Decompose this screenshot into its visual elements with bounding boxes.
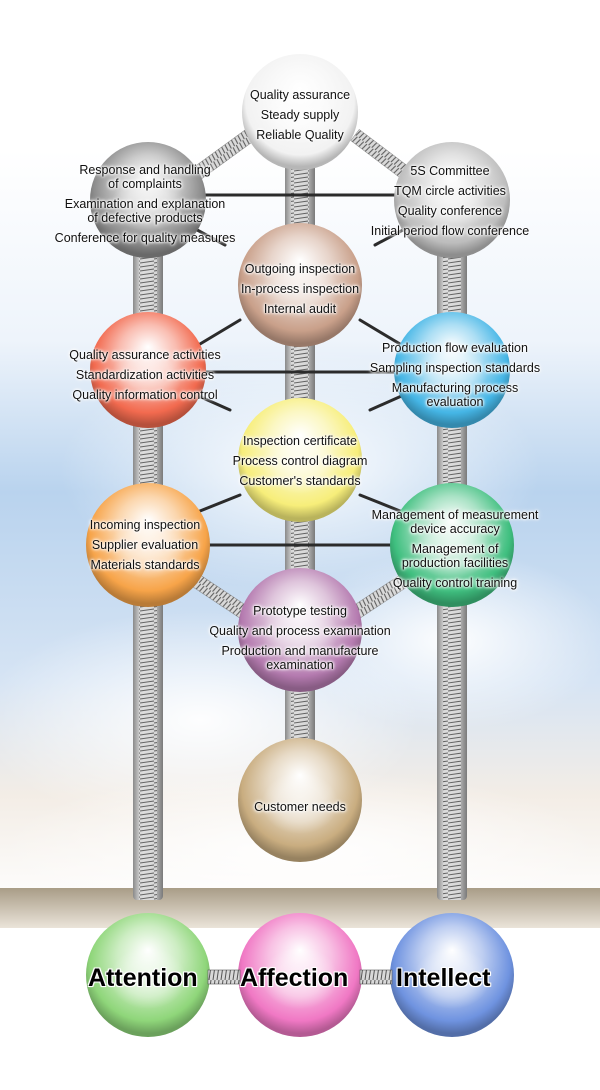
node-line: Steady supply (260, 108, 340, 122)
base-sphere-center-glow (261, 947, 339, 1010)
base-sphere-left-glow (109, 947, 187, 1010)
node-mid-right-blue-text: Production flow evaluation Sampling insp… (360, 341, 550, 415)
node-line: device accuracy (410, 522, 500, 536)
node-sphere-lower-left-orange-glow (109, 517, 187, 580)
node-center-purple-text: Prototype testing Quality and process ex… (195, 604, 405, 678)
node-line: Prototype testing (253, 604, 347, 618)
node-line: Manufacturing process (391, 381, 519, 395)
node-line: Production and manufacture (221, 644, 379, 658)
node-line: Customer's standards (239, 474, 361, 488)
node-upper-left-text: Response and handling of complaints Exam… (40, 163, 250, 251)
node-sphere-center-purple-glow (261, 602, 339, 665)
node-line: Inspection certificate (243, 434, 357, 448)
node-sphere-center-yellow-glow (261, 432, 339, 495)
node-sphere-upper-left-glow (112, 173, 184, 232)
node-sphere-center-brown-glow (261, 257, 339, 320)
node-line: production facilities (401, 556, 509, 570)
node-line: Quality assurance activities (69, 348, 221, 362)
node-line: Management of (411, 542, 499, 556)
node-line: Quality control training (392, 576, 518, 590)
node-line: Outgoing inspection (244, 262, 356, 276)
node-line: Production flow evaluation (382, 341, 528, 355)
base-sphere-right-glow (413, 947, 491, 1010)
node-center-brown-text: Outgoing inspection In-process inspectio… (225, 262, 375, 322)
node-sphere-mid-right-blue-glow (416, 343, 488, 402)
base-spring (359, 969, 393, 985)
node-sphere-center-tan-glow (261, 772, 339, 835)
node-line: Materials standards (90, 558, 200, 572)
node-mid-left-red-text: Quality assurance activities Standardiza… (50, 348, 240, 408)
node-line: evaluation (426, 395, 484, 409)
node-line: Quality and process examination (209, 624, 391, 638)
node-line: Reliable Quality (256, 128, 344, 142)
base-spring (207, 969, 241, 985)
node-line: Quality conference (397, 204, 503, 218)
node-line: of complaints (108, 177, 182, 191)
node-line: Supplier evaluation (91, 538, 199, 552)
node-line: of defective products (87, 211, 203, 225)
node-lower-right-green-text: Management of measurement device accurac… (355, 508, 555, 596)
node-line: Quality assurance (249, 88, 351, 102)
node-line: Sampling inspection standards (369, 361, 541, 375)
node-line: Initial period flow conference (370, 224, 530, 238)
node-line: Response and handling (79, 163, 211, 177)
node-sphere-top-glow (264, 85, 336, 144)
base-label-intellect: Intellect (396, 964, 491, 992)
node-top-text: Quality assurance Steady supply Reliable… (225, 88, 375, 148)
node-line: examination (266, 658, 334, 672)
node-lower-left-orange-text: Incoming inspection Supplier evaluation … (70, 518, 220, 578)
node-line: Quality information control (72, 388, 218, 402)
node-line: TQM circle activities (394, 184, 506, 198)
node-line: Internal audit (263, 302, 337, 316)
node-sphere-upper-right-glow (416, 173, 488, 232)
node-line: Standardization activities (75, 368, 215, 382)
node-upper-right-text: 5S Committee TQM circle activities Quali… (360, 164, 540, 244)
base-label-affection: Affection (240, 964, 349, 992)
node-sphere-lower-right-green-glow (413, 517, 491, 580)
node-center-yellow-text: Inspection certificate Process control d… (215, 434, 385, 494)
base-label-attention: Attention (88, 964, 198, 992)
node-line: Customer needs (254, 800, 346, 814)
node-line: Incoming inspection (89, 518, 201, 532)
node-line: 5S Committee (410, 164, 490, 178)
node-line: Process control diagram (232, 454, 368, 468)
node-line: Examination and explanation (64, 197, 226, 211)
node-line: Management of measurement (371, 508, 539, 522)
node-line: In-process inspection (240, 282, 360, 296)
node-line: Conference for quality measures (54, 231, 236, 245)
node-sphere-mid-left-red-glow (112, 343, 184, 402)
node-center-tan-text: Customer needs (225, 800, 375, 820)
spheres (86, 54, 514, 1037)
